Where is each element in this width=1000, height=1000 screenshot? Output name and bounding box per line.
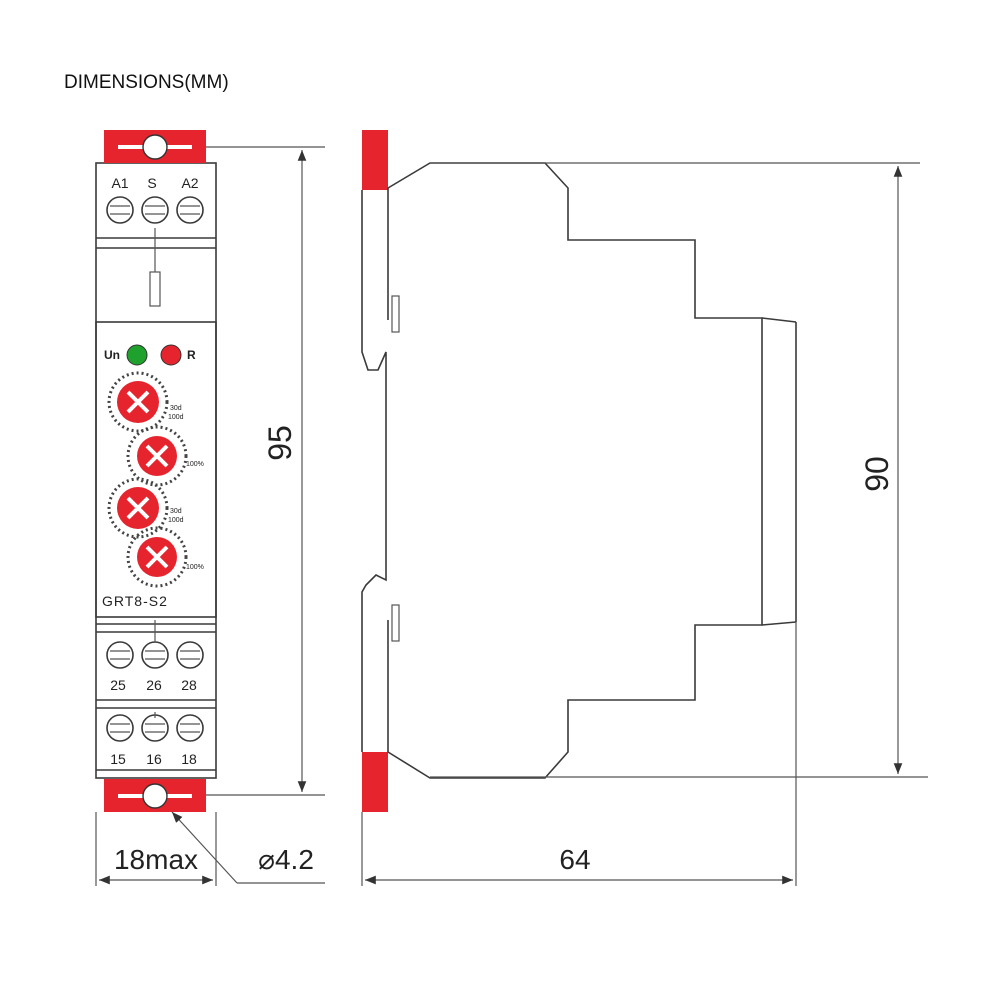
face-plate bbox=[95, 321, 217, 618]
relay-led-icon bbox=[160, 344, 182, 366]
front-slot bbox=[149, 271, 161, 307]
dial-1-mark-100d: 100d bbox=[168, 414, 184, 421]
model-label: GRT8-S2 bbox=[102, 593, 168, 609]
terminal-label-25: 25 bbox=[110, 677, 126, 693]
terminal-label-16: 16 bbox=[146, 751, 162, 767]
bottom-terminal-screws bbox=[106, 714, 204, 742]
side-top-clip bbox=[362, 130, 388, 190]
dial-4-mark-percent: 100% bbox=[186, 564, 204, 571]
power-led-icon bbox=[126, 344, 148, 366]
led-label-un: Un bbox=[104, 348, 120, 362]
dial-3-mark-100d: 100d bbox=[168, 517, 184, 524]
side-profile-outline bbox=[361, 162, 763, 779]
bottom-mounting-hole bbox=[142, 783, 168, 809]
terminal-label-s: S bbox=[147, 175, 156, 191]
dimension-label-90: 90 bbox=[859, 456, 895, 492]
terminal-label-a1: A1 bbox=[111, 175, 128, 191]
dial-1-mark-30d: 30d bbox=[170, 405, 182, 412]
side-bottom-clip bbox=[362, 752, 388, 812]
side-view bbox=[361, 130, 797, 812]
time-range-dial-1[interactable] bbox=[107, 371, 169, 433]
terminal-label-15: 15 bbox=[110, 751, 126, 767]
dimension-label-18max: 18max bbox=[114, 844, 198, 875]
dimension-label-64: 64 bbox=[559, 844, 590, 875]
time-value-dial-2[interactable] bbox=[126, 526, 188, 588]
time-value-dial-1[interactable] bbox=[126, 425, 188, 487]
terminal-label-28: 28 bbox=[181, 677, 197, 693]
hole-diameter-leader bbox=[171, 811, 325, 884]
depth-dimension bbox=[361, 622, 797, 886]
led-label-r: R bbox=[187, 348, 196, 362]
time-range-dial-2[interactable] bbox=[107, 477, 169, 539]
terminal-label-a2: A2 bbox=[181, 175, 198, 191]
diagram-title: DIMENSIONS(MM) bbox=[64, 72, 229, 93]
dial-3-mark-30d: 30d bbox=[170, 508, 182, 515]
dimension-label-95: 95 bbox=[262, 425, 298, 461]
height-dimension-front bbox=[206, 146, 325, 796]
terminal-label-26: 26 bbox=[146, 677, 162, 693]
dimension-label-hole: ⌀4.2 bbox=[258, 844, 314, 875]
front-view: A1 S A2 Un R 30d 100d 100% bbox=[95, 130, 217, 812]
top-mounting-hole bbox=[142, 134, 168, 160]
middle-terminal-screws bbox=[106, 641, 204, 669]
top-terminal-screws bbox=[106, 196, 204, 224]
height-dimension-side bbox=[430, 162, 928, 778]
side-latch-top bbox=[391, 295, 400, 333]
side-latch-bottom bbox=[391, 604, 400, 642]
terminal-label-18: 18 bbox=[181, 751, 197, 767]
dial-2-mark-percent: 100% bbox=[186, 461, 204, 468]
width-dimension bbox=[95, 812, 217, 886]
